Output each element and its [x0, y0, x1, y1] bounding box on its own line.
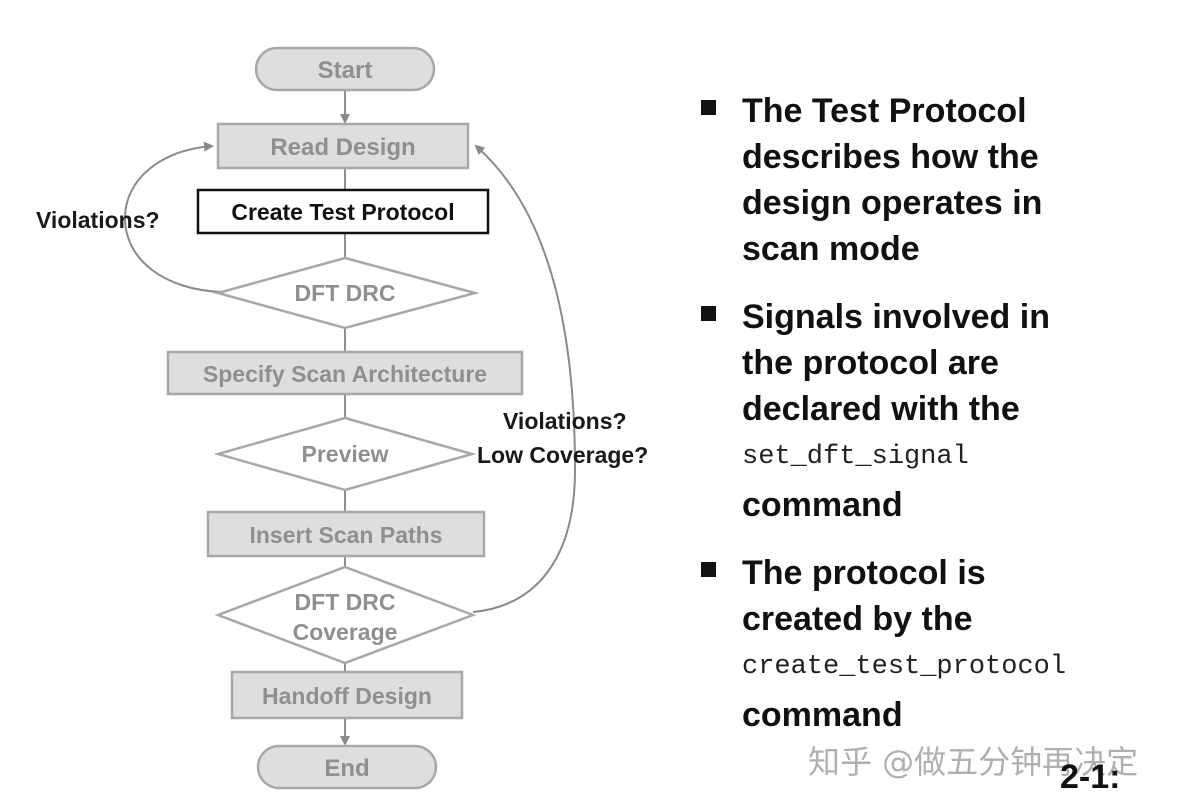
slide-number: 2-1: — [1060, 758, 1121, 796]
bullet-item: Signals involved in the protocol are dec… — [700, 294, 1180, 528]
handoff-design-box: Handoff Design — [230, 670, 464, 720]
bullet-text-line: describes how the — [742, 138, 1039, 176]
read-design-box: Read Design — [216, 122, 470, 170]
dft-drc-diamond: DFT DRC — [213, 256, 480, 330]
bullet-list: The Test Protocol describes how the desi… — [700, 88, 1180, 760]
bullet-text-line: The Test Protocol — [742, 92, 1027, 130]
square-bullet-icon — [701, 100, 716, 115]
end-terminal: End — [256, 744, 438, 790]
loop-right-arrow — [472, 144, 577, 613]
preview-diamond: Preview — [213, 416, 477, 492]
start-label: Start — [318, 57, 373, 84]
coverage-label: Coverage — [293, 619, 398, 645]
square-bullet-icon — [701, 306, 716, 321]
bullet-text-line: declared with the — [742, 390, 1020, 428]
watermark: 知乎 @做五分钟再决定 — [808, 743, 1139, 781]
bullet-text-line: command — [742, 696, 903, 734]
dft-drc-2-label: DFT DRC — [295, 589, 396, 615]
bullet-text-line: the protocol are — [742, 344, 999, 382]
insert-scan-paths-box: Insert Scan Paths — [206, 510, 486, 558]
bullet-text-line: design operates in — [742, 184, 1043, 222]
bullet-code: create_test_protocol — [742, 652, 1067, 682]
bullet-item: The protocol is created by the create_te… — [700, 550, 1180, 738]
bullet-code: set_dft_signal — [742, 442, 969, 472]
bullet-text-line: command — [742, 486, 903, 524]
insert-scan-label: Insert Scan Paths — [249, 522, 442, 548]
create-test-protocol-label: Create Test Protocol — [231, 199, 454, 225]
violations-left-label: Violations? — [36, 207, 160, 233]
bullet-text-line: created by the — [742, 600, 973, 638]
specify-scan-architecture-box: Specify Scan Architecture — [166, 350, 524, 396]
start-terminal: Start — [254, 46, 436, 92]
preview-label: Preview — [302, 441, 389, 467]
read-design-label: Read Design — [270, 134, 415, 161]
handoff-label: Handoff Design — [262, 683, 432, 709]
bullet-item: The Test Protocol describes how the desi… — [700, 88, 1180, 272]
square-bullet-icon — [701, 562, 716, 577]
bullet-text-line: Signals involved in — [742, 298, 1050, 336]
loop-left-arrow — [123, 141, 223, 293]
loop-arrows — [123, 141, 577, 613]
end-label: End — [324, 755, 369, 782]
violations-right-label: Violations? — [503, 408, 627, 434]
low-coverage-label: Low Coverage? — [477, 442, 649, 468]
dft-drc-label: DFT DRC — [295, 280, 396, 306]
bullet-text-line: The protocol is — [742, 554, 986, 592]
specify-scan-label: Specify Scan Architecture — [203, 361, 487, 387]
flowchart: Start Read Design Create Test Protocol D… — [123, 46, 577, 790]
create-test-protocol-box: Create Test Protocol — [196, 188, 490, 235]
dft-drc-coverage-diamond: DFT DRC Coverage — [214, 565, 477, 665]
bullet-text-line: scan mode — [742, 230, 920, 268]
